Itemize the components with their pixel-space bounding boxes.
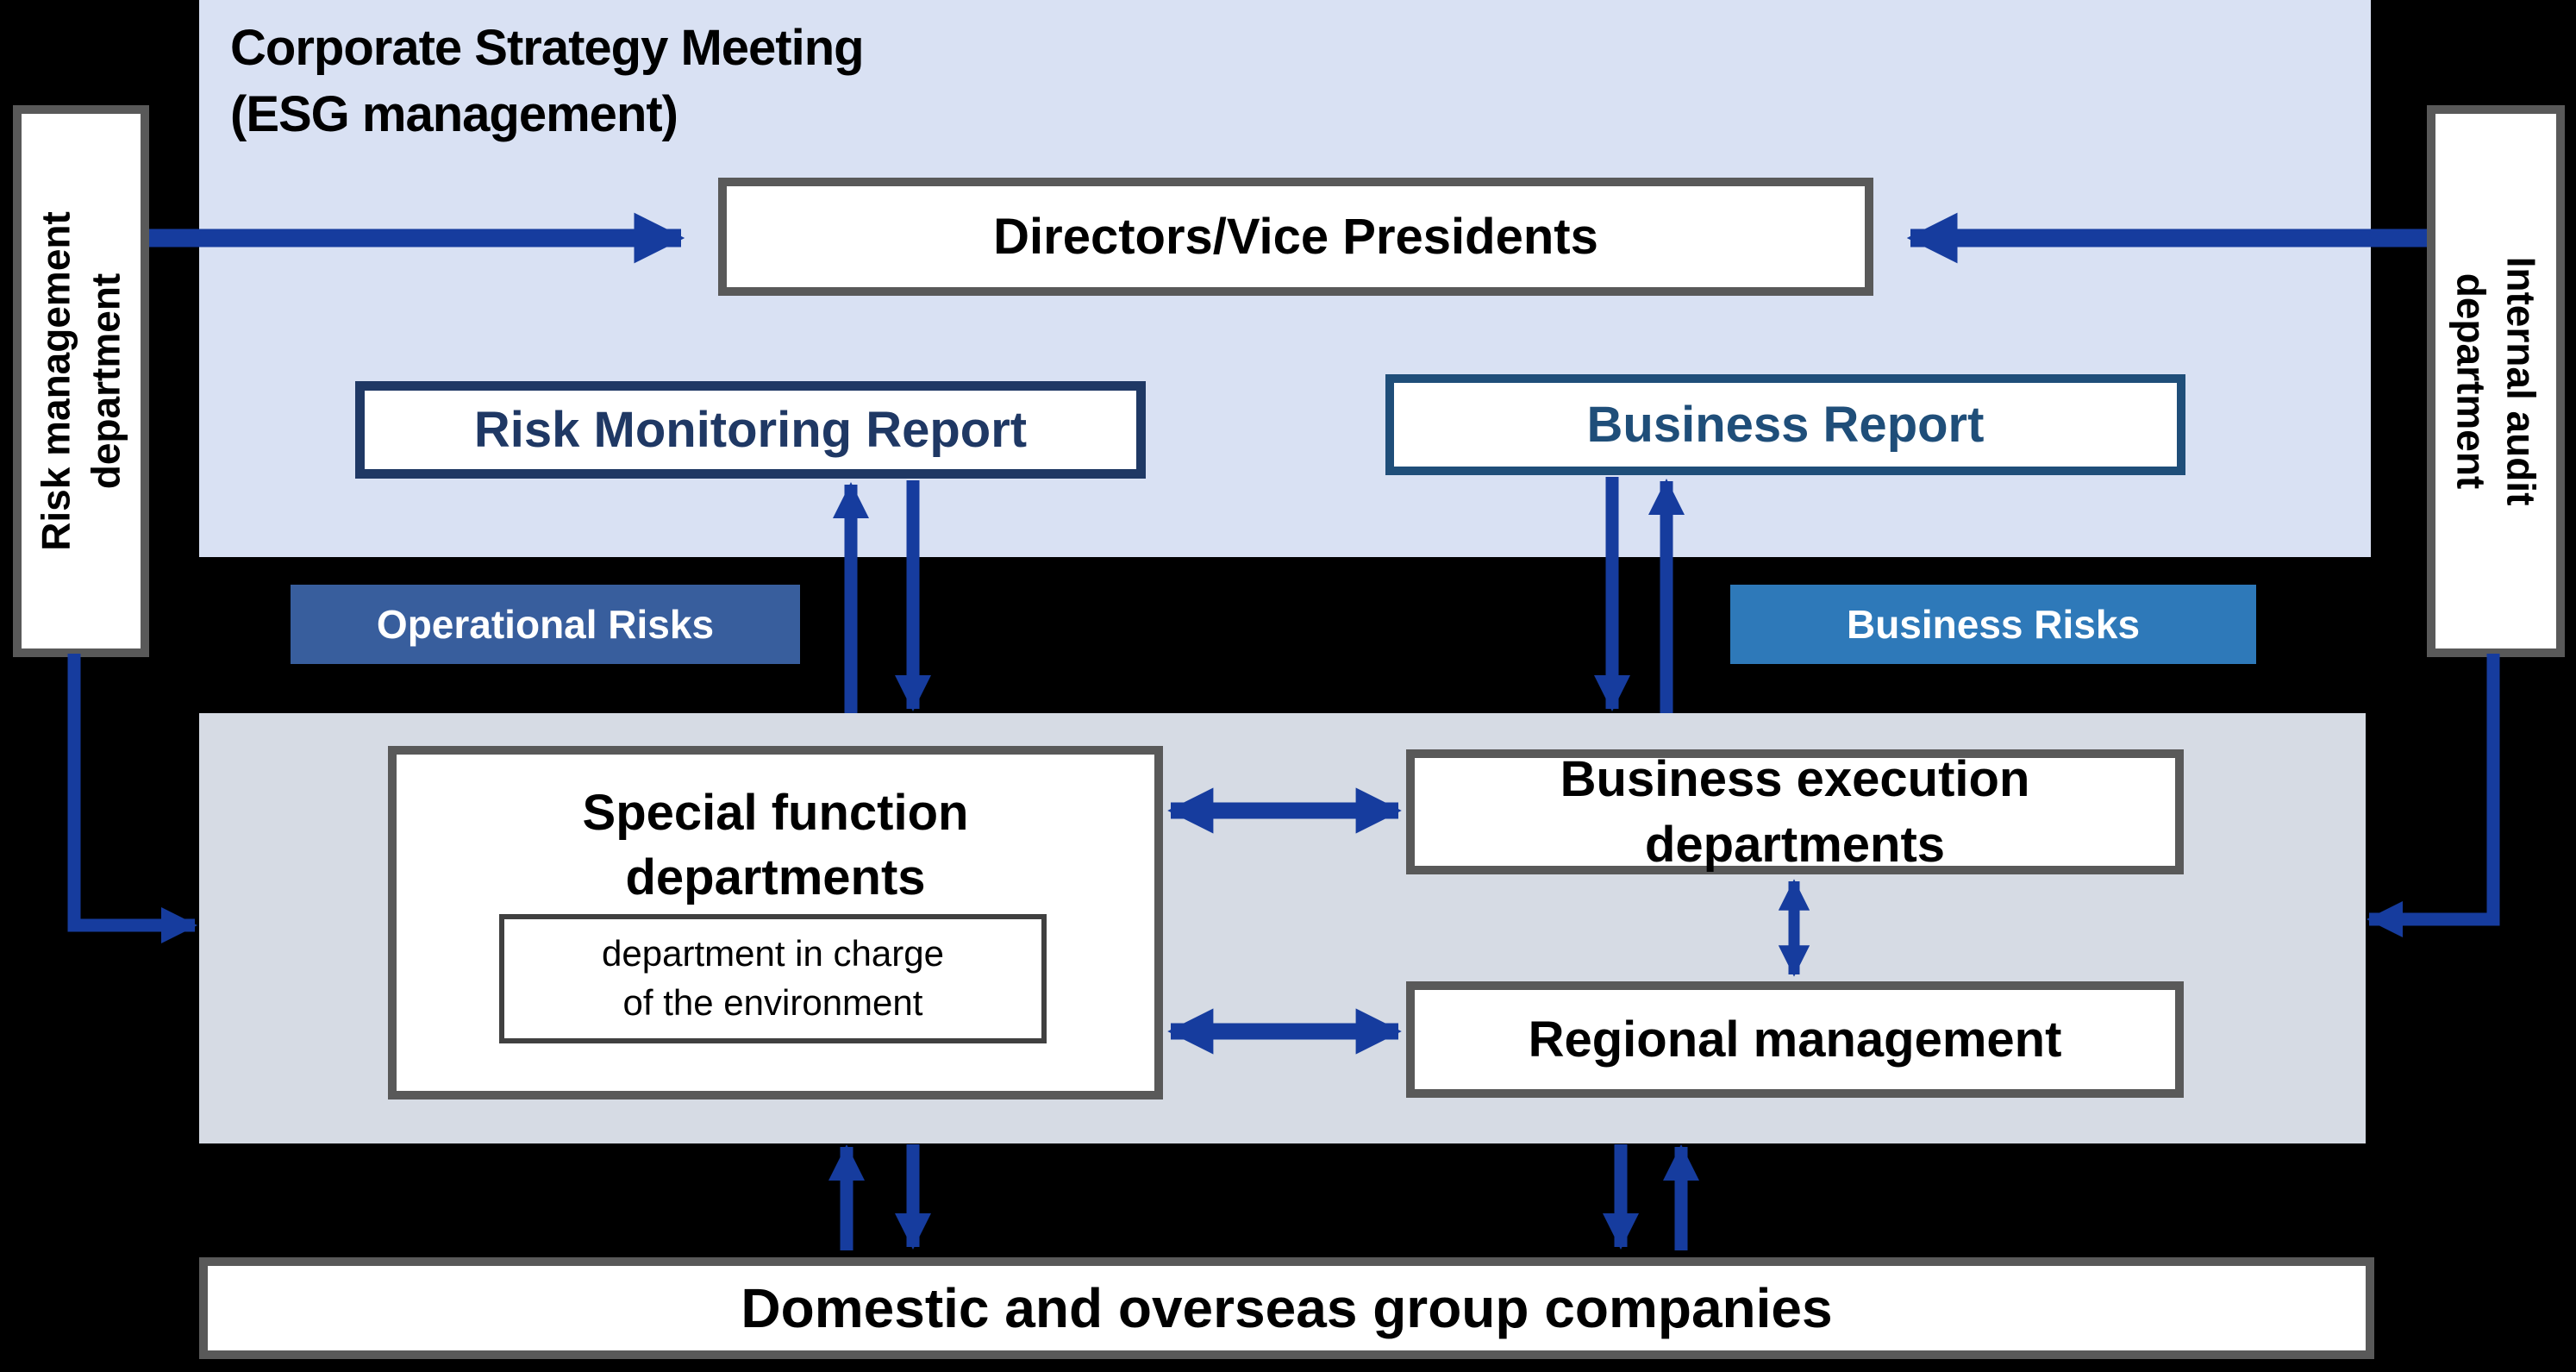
- business-risks-badge: Business Risks: [1730, 585, 2256, 664]
- business-execution-departments-box: Business execution departments: [1406, 749, 2184, 874]
- arrow-internal-audit-to-middle-panel: [2366, 654, 2500, 937]
- directors-box: Directors/Vice Presidents: [718, 178, 1873, 296]
- special-function-departments-label: Special function departments: [582, 785, 969, 906]
- operational-risks-badge: Operational Risks: [291, 585, 800, 664]
- risk-management-dept-box: [13, 105, 149, 657]
- corporate-strategy-title: Corporate Strategy Meeting (ESG manageme…: [230, 20, 865, 142]
- business-report-box: Business Report: [1385, 374, 2185, 475]
- group-companies-box: Domestic and overseas group companies: [199, 1257, 2374, 1359]
- arrow-risk-mgmt-to-middle-panel: [67, 654, 198, 944]
- regional-management-box: Regional management: [1406, 981, 2184, 1098]
- environment-department-box: department in charge of the environment: [499, 914, 1047, 1043]
- internal-audit-dept-label: Internal audit department: [2449, 256, 2544, 506]
- risk-monitoring-report-box: Risk Monitoring Report: [355, 381, 1146, 479]
- risk-management-dept-label: Risk management department: [33, 211, 128, 551]
- internal-audit-dept-box: [2427, 105, 2565, 657]
